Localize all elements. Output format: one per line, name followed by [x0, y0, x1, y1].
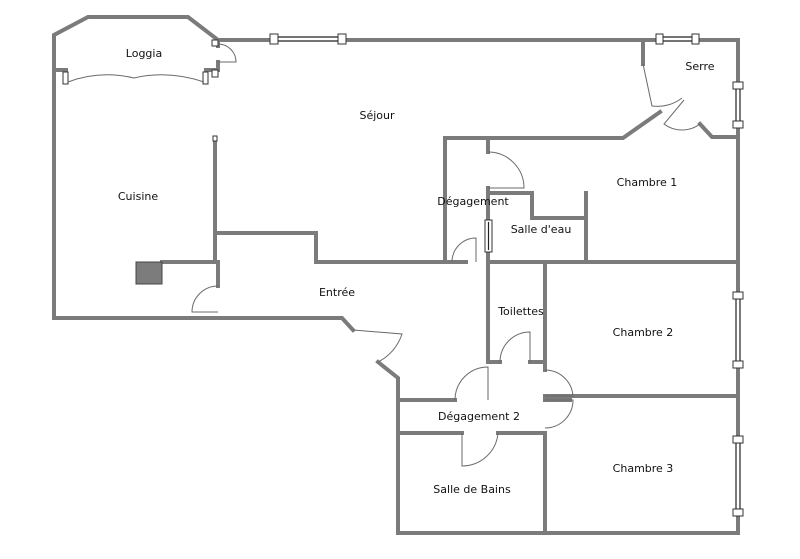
door-loggia [217, 43, 237, 63]
doors [67, 43, 701, 467]
window-chambre2 [732, 291, 744, 369]
window-sejour-top [269, 33, 347, 45]
label-salle-bains: Salle de Bains [433, 483, 511, 496]
door-entree [352, 329, 403, 363]
window-loggia [62, 39, 219, 142]
label-toilettes: Toilettes [497, 305, 544, 318]
door-serre-2 [663, 99, 701, 131]
window-serre-top [655, 33, 700, 45]
door-serre [642, 63, 683, 107]
label-loggia: Loggia [126, 47, 162, 60]
label-chambre3: Chambre 3 [613, 462, 674, 475]
door-cuisine [191, 285, 219, 313]
label-cuisine: Cuisine [118, 190, 158, 203]
label-chambre1: Chambre 1 [617, 176, 678, 189]
door-loggia-bay [67, 74, 205, 83]
door-degagement-low [451, 237, 477, 263]
label-sejour: Séjour [359, 109, 395, 122]
window-serre-side [732, 81, 744, 129]
room-labels: Loggia Séjour Serre Cuisine Dégagement C… [118, 47, 715, 496]
label-chambre2: Chambre 2 [613, 326, 674, 339]
kitchen-counter [135, 261, 163, 285]
door-degagement [487, 151, 525, 189]
door-chambre2 [544, 369, 574, 397]
door-salle-bains [461, 432, 499, 467]
label-entree: Entrée [319, 286, 355, 299]
windows [62, 33, 744, 517]
door-toilettes [499, 331, 531, 363]
label-serre: Serre [685, 60, 714, 73]
window-salle-eau [484, 219, 493, 253]
label-degagement2: Dégagement 2 [438, 410, 520, 423]
window-chambre3 [732, 435, 744, 517]
door-degagement2 [454, 366, 489, 401]
label-salle-eau: Salle d'eau [511, 223, 572, 236]
label-degagement: Dégagement [437, 195, 509, 208]
walls [52, 15, 740, 535]
door-chambre3 [544, 399, 574, 429]
